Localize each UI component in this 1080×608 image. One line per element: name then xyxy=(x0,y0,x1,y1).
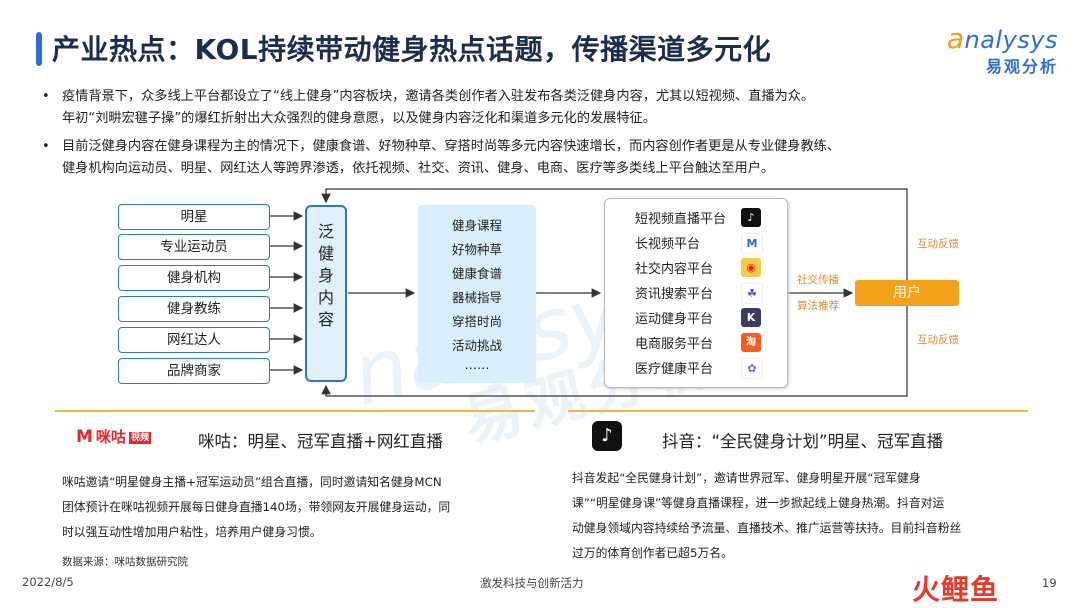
data-source: 数据来源：咪咕数据研究院 xyxy=(62,556,188,568)
platform-row: 资讯搜索平台 ☘ xyxy=(605,281,787,305)
migu-section-title: 咪咕：明星、冠军直播+网红直播 xyxy=(198,432,443,451)
migu-logo-sub: 视频 xyxy=(128,432,151,444)
page-title: 产业热点：KOL持续带动健身热点话题，传播渠道多元化 xyxy=(52,33,772,66)
bullet-1-line-1: 疫情背景下，众多线上平台都设立了“线上健身”内容板块，邀请各类创作者入驻发布各类… xyxy=(62,89,815,104)
douyin-para-line: 课”“明星健身课”等健身直播课程，进一步掀起线上健身热潮。抖音对运 xyxy=(572,496,945,510)
source-celebrity: 明星 xyxy=(118,204,270,230)
platform-label: 运动健身平台 xyxy=(635,312,714,327)
migu-logo-text: 咪咕 xyxy=(95,428,126,446)
content-item: 器械指导 xyxy=(451,290,502,305)
content-item: 好物种草 xyxy=(451,242,502,257)
platform-row: 医疗健康平台 ✿ xyxy=(605,356,787,380)
platform-label: 电商服务平台 xyxy=(635,337,714,352)
bullet-2-line-1: 目前泛健身内容在健身课程为主的情况下，健康食谱、好物种草、穿搭时尚等多元内容快速… xyxy=(62,139,841,154)
logo-en-rest: nalysys xyxy=(964,26,1058,54)
title-accent-bar xyxy=(36,32,42,66)
content-item: 活动挑战 xyxy=(451,338,502,353)
source-fitness-org: 健身机构 xyxy=(118,265,270,291)
logo-en-first: a xyxy=(946,22,965,55)
platform-row: 运动健身平台 K xyxy=(605,306,787,330)
content-item-ellipsis: …… xyxy=(464,357,490,372)
source-influencer: 网红达人 xyxy=(118,327,270,353)
keep-icon: K xyxy=(741,308,761,327)
migu-para-line: 团体预计在咪咕视频开展每日健身直播140场，带领网友开展健身运动，同 xyxy=(62,500,451,514)
migu-mark-icon: M xyxy=(76,427,93,447)
pan-char: 内 xyxy=(317,288,334,307)
brand-logo: 火鲤鱼 xyxy=(912,573,1000,606)
migu-para-line: 时以强互动性增加用户粘性，培养用户健身习惯。 xyxy=(62,525,322,539)
pan-char: 泛 xyxy=(317,222,334,241)
pan-char: 健 xyxy=(317,244,334,263)
bullet-2-line-2: 健身机构向运动员、明星、网红达人等跨界渗透，依托视频、社交、资讯、健身、电商、医… xyxy=(62,161,775,176)
pan-char: 容 xyxy=(317,310,334,329)
migu-paragraph: 咪咕邀请“明星健身主播+冠军运动员”组合直播，同时邀请知名健身MCN 团体预计在… xyxy=(62,470,532,545)
platform-label: 资讯搜索平台 xyxy=(635,287,714,302)
douyin-icon: ♪ xyxy=(741,208,761,227)
platform-row: 社交内容平台 ◉ xyxy=(605,256,787,280)
feedback-top-label: 互动反馈 xyxy=(917,238,959,250)
douyin-para-line: 抖音发起“全民健身计划”，邀请世界冠军、健身明星开展“冠军健身 xyxy=(572,471,921,485)
analysys-logo: analysys 易观分析 xyxy=(947,22,1058,77)
algo-recommend-label: 算法推荐 xyxy=(797,300,839,312)
left-section-line xyxy=(55,410,535,412)
migu-icon: M xyxy=(741,233,763,254)
content-types-box: 健身课程 好物种草 健康食谱 器械指导 穿搭时尚 活动挑战 …… xyxy=(418,205,536,383)
platforms-box: 短视频直播平台 ♪ 长视频平台 M 社交内容平台 ◉ 资讯搜索平台 ☘ 运动健身… xyxy=(604,198,788,388)
source-coach: 健身教练 xyxy=(118,296,270,322)
douyin-logo-icon: ♪ xyxy=(592,421,622,451)
platform-label: 短视频直播平台 xyxy=(635,212,727,227)
taobao-icon: 淘 xyxy=(741,333,761,352)
page-number: 19 xyxy=(1042,576,1057,590)
feedback-bottom-label: 互动反馈 xyxy=(917,334,959,346)
logo-cn: 易观分析 xyxy=(985,57,1058,76)
platform-row: 短视频直播平台 ♪ xyxy=(605,206,787,230)
footer-slogan: 激发科技与创新活力 xyxy=(480,576,584,590)
bullet-dot: • xyxy=(42,139,50,154)
bullet-dot: • xyxy=(42,89,50,104)
right-section-line xyxy=(568,410,1028,412)
weibo-icon: ◉ xyxy=(741,258,761,277)
platform-label: 长视频平台 xyxy=(635,237,701,252)
bullet-2: • 目前泛健身内容在健身课程为主的情况下，健康食谱、好物种草、穿搭时尚等多元内容… xyxy=(42,136,1062,180)
platform-row: 长视频平台 M xyxy=(605,231,787,255)
bullet-1-line-2: 年初“刘畊宏毽子操”的爆红折射出大众强烈的健身意愿，以及健身内容泛化和渠道多元化… xyxy=(62,111,656,126)
content-item: 穿搭时尚 xyxy=(451,314,502,329)
user-box: 用户 xyxy=(855,280,959,306)
douyin-paragraph: 抖音发起“全民健身计划”，邀请世界冠军、健身明星开展“冠军健身 课”“明星健身课… xyxy=(572,466,1032,566)
social-spread-label: 社交传播 xyxy=(797,274,839,286)
platform-label: 社交内容平台 xyxy=(635,262,714,277)
health-icon: ✿ xyxy=(741,358,763,379)
platform-label: 医疗健康平台 xyxy=(635,362,714,377)
baidu-icon: ☘ xyxy=(741,283,763,304)
platform-row: 电商服务平台 淘 xyxy=(605,331,787,355)
pan-fitness-content-box: 泛 健 身 内 容 xyxy=(305,205,347,382)
bullet-1: • 疫情背景下，众多线上平台都设立了“线上健身”内容板块，邀请各类创作者入驻发布… xyxy=(42,86,1062,130)
pan-char: 身 xyxy=(317,266,334,285)
content-item: 健康食谱 xyxy=(451,266,502,281)
douyin-para-line: 动健身领域内容持续给予流量、直播技术、推广运营等扶持。目前抖音粉丝 xyxy=(572,521,962,535)
source-athlete: 专业运动员 xyxy=(118,234,270,260)
content-item: 健身课程 xyxy=(451,218,502,233)
migu-para-line: 咪咕邀请“明星健身主播+冠军运动员”组合直播，同时邀请知名健身MCN xyxy=(62,475,442,489)
source-brand: 品牌商家 xyxy=(118,358,270,384)
douyin-section-title: 抖音：“全民健身计划”明星、冠军直播 xyxy=(662,432,944,451)
douyin-para-line: 过万的体育创作者已超5万名。 xyxy=(572,546,733,560)
footer-date: 2022/8/5 xyxy=(22,575,74,589)
